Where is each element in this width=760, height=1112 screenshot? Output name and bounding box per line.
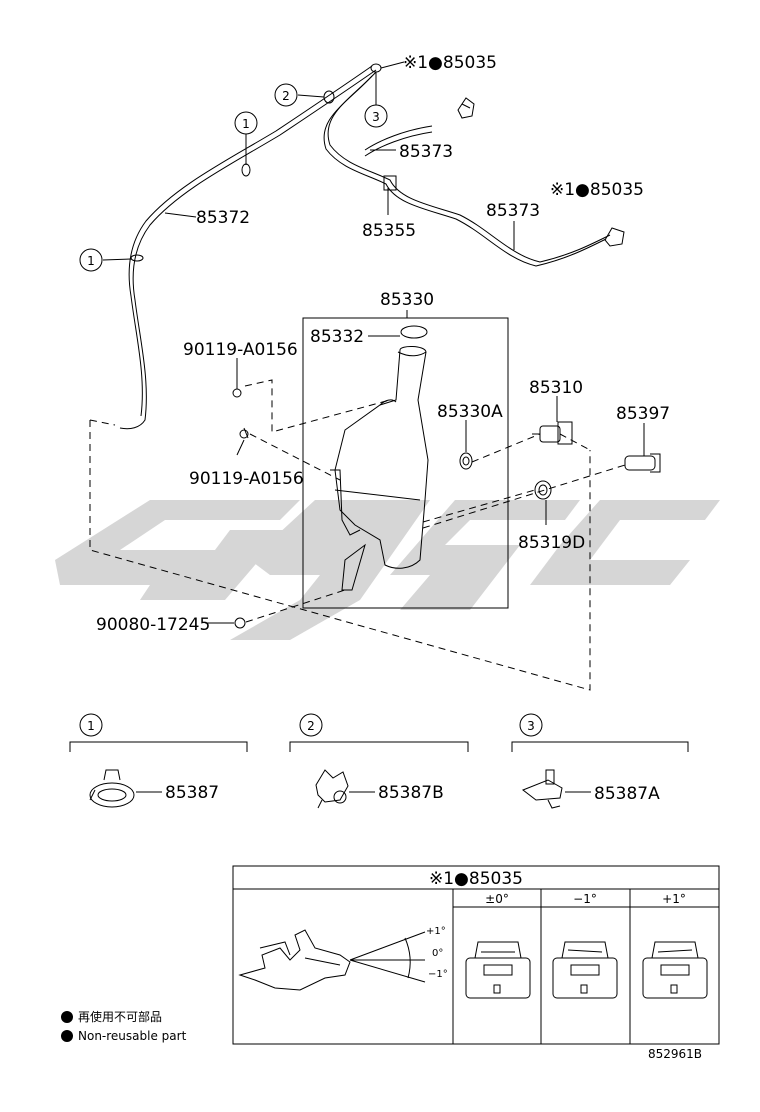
nozzle-front-minus <box>552 941 618 999</box>
grommet-85330A <box>459 452 473 470</box>
svg-text:2: 2 <box>282 89 290 103</box>
detail-2: 2 85387B <box>289 713 469 809</box>
label-85332: 85332 <box>310 327 364 347</box>
washer-hose-85372 <box>119 65 377 430</box>
label-85319D: 85319D <box>518 533 585 553</box>
label-85035-top: ※1●85035 <box>403 53 497 73</box>
non-reusable-dot-icon <box>61 1011 73 1023</box>
callout-1-lower: 1 <box>79 248 103 272</box>
watermark-logo <box>55 500 720 640</box>
callout-3: 3 <box>364 104 388 128</box>
label-85330A: 85330A <box>437 402 503 422</box>
grommet-85319D <box>534 480 552 500</box>
detail-3: 3 85387A <box>511 713 689 809</box>
nozzle-front-plus <box>642 941 708 999</box>
nozzle-angle-table: ※1●85035 ±0° −1° +1° +1° 0° −1° <box>232 865 720 1045</box>
svg-text:3: 3 <box>372 110 380 124</box>
washer-tank <box>330 346 429 591</box>
washer-nozzle-right <box>604 227 625 247</box>
leader-lines <box>102 61 645 793</box>
table-col-plus: +1° <box>662 892 686 906</box>
svg-text:1: 1 <box>242 117 250 131</box>
hose-clip-markers <box>130 63 397 262</box>
svg-text:2: 2 <box>307 719 315 733</box>
callout-2: 2 <box>274 83 298 107</box>
label-85330: 85330 <box>380 290 434 310</box>
nozzle-front-zero <box>465 941 531 999</box>
clip-85387A <box>521 769 563 809</box>
legend-en: Non-reusable part <box>78 1029 187 1043</box>
svg-text:85387A: 85387A <box>594 784 660 804</box>
svg-text:1: 1 <box>87 254 95 268</box>
label-85397: 85397 <box>616 404 670 424</box>
svg-text:0°: 0° <box>432 948 443 959</box>
washer-pump-85310 <box>532 421 573 445</box>
bolt-90119-a <box>232 370 242 398</box>
legend-jp: 再使用不可部品 <box>78 1009 162 1024</box>
washer-hose-85373 <box>323 71 611 267</box>
svg-text:3: 3 <box>527 719 535 733</box>
label-85372: 85372 <box>196 208 250 228</box>
svg-text:1: 1 <box>87 719 95 733</box>
legend: 再使用不可部品 Non-reusable part <box>61 1009 187 1043</box>
figure-id: 852961B <box>648 1047 702 1061</box>
nozzle-side-view: +1° 0° −1° <box>238 926 448 991</box>
label-85035-mid: ※1●85035 <box>550 180 644 200</box>
label-85310: 85310 <box>529 378 583 398</box>
label-85373-a: 85373 <box>399 142 453 162</box>
tank-group-frame <box>302 317 509 609</box>
washer-nozzle-top <box>457 97 475 119</box>
table-title: ※1●85035 <box>429 869 523 889</box>
svg-text:85387B: 85387B <box>378 783 444 803</box>
svg-text:−1°: −1° <box>428 969 448 980</box>
clip-85387B <box>315 769 349 809</box>
nut-90080 <box>234 617 246 629</box>
table-col-zero: ±0° <box>485 892 509 906</box>
svg-text:85387: 85387 <box>165 783 219 803</box>
svg-text:+1°: +1° <box>426 926 446 937</box>
clip-85387 <box>89 769 135 808</box>
detail-1: 1 85387 <box>69 713 248 808</box>
callout-1-upper: 1 <box>234 111 258 135</box>
label-90119-a: 90119-A0156 <box>183 340 298 360</box>
label-90119-b: 90119-A0156 <box>189 469 304 489</box>
label-85373-b: 85373 <box>486 201 540 221</box>
label-90080: 90080-17245 <box>96 615 210 635</box>
assembly-dashed-lines <box>89 379 626 691</box>
non-reusable-dot-icon <box>61 1030 73 1042</box>
bolt-90119-b <box>239 427 249 439</box>
level-sensor-85397 <box>624 453 661 473</box>
label-85355: 85355 <box>362 221 416 241</box>
table-col-minus: −1° <box>573 892 597 906</box>
tank-cap-85332 <box>400 325 428 339</box>
